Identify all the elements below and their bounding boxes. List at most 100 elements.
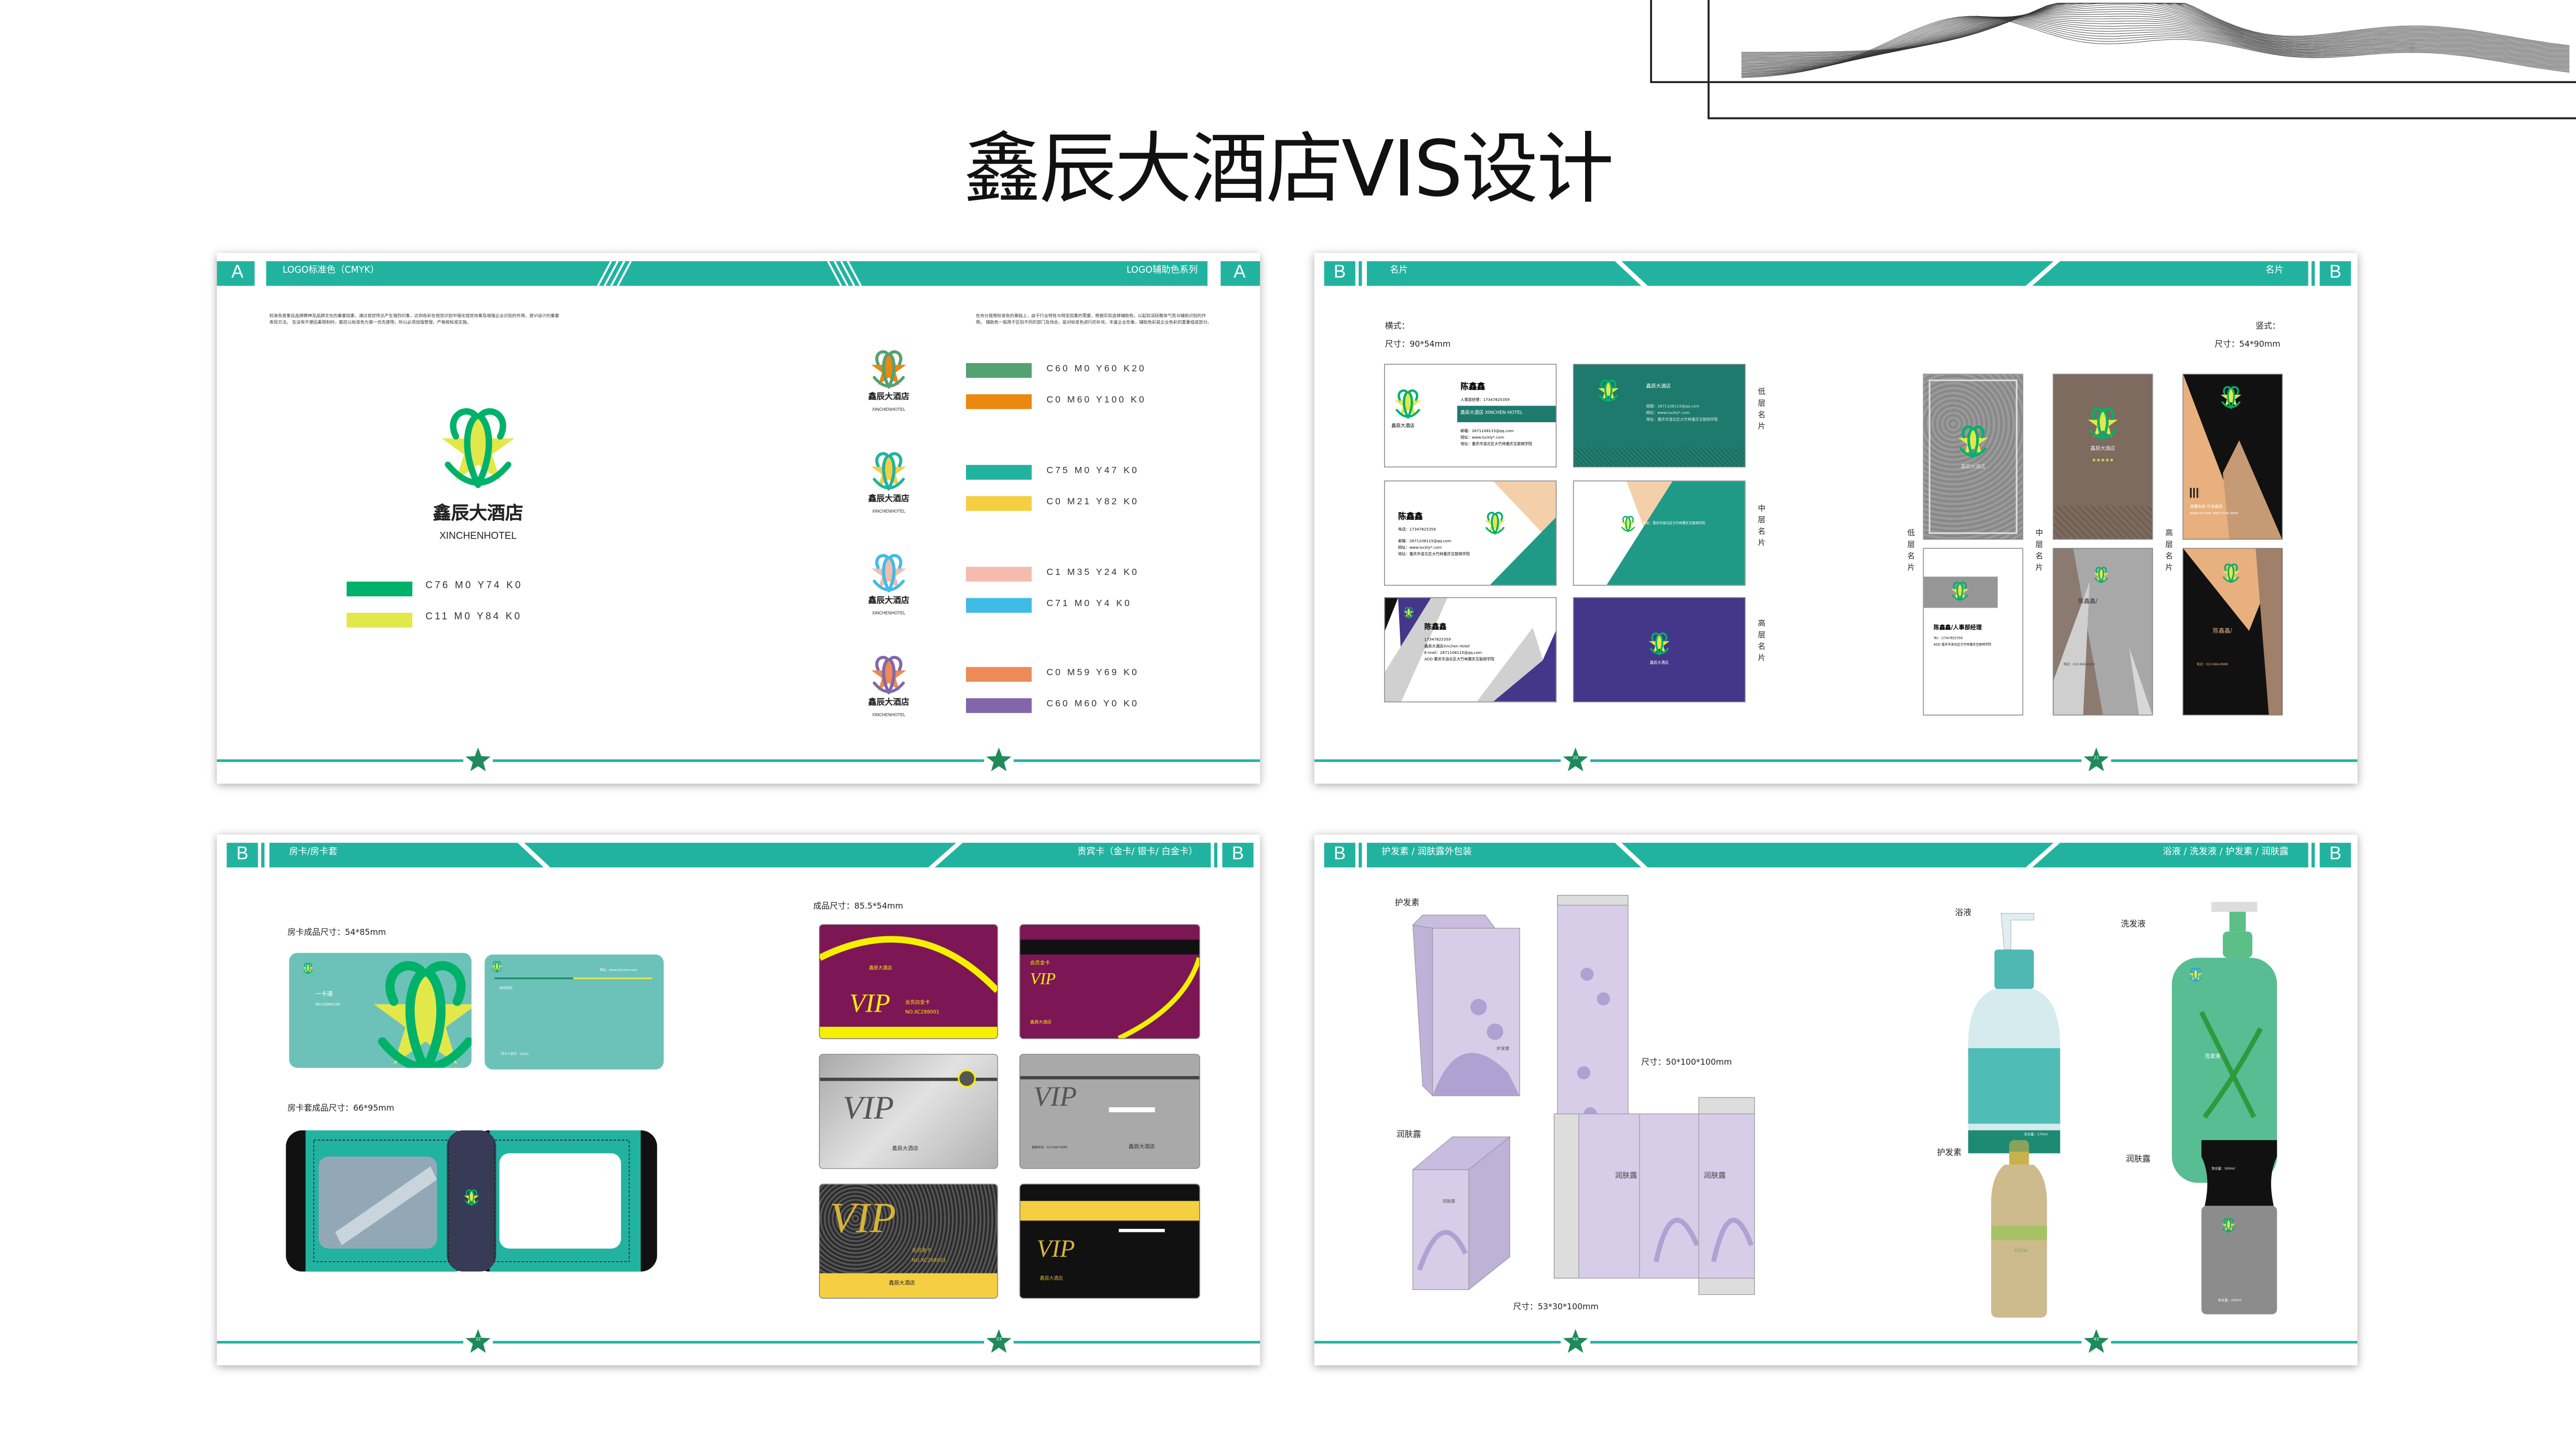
bath-label: 浴液 (1955, 908, 1971, 919)
logo-icon (2093, 565, 2110, 585)
logo-icon (434, 404, 522, 493)
card-sleeve (286, 1130, 658, 1272)
box-product-name: 护发素 (1496, 1046, 1510, 1052)
page-title: 鑫辰大酒店VIS设计 (963, 125, 1614, 216)
section-letter: B (1334, 263, 1346, 283)
star-icon (1563, 747, 1588, 772)
wave-line (1741, 16, 2570, 69)
cmyk-value: C0 M60 Y100 K0 (1046, 396, 1147, 406)
business-card-low-back: 鑫辰大酒店 邮箱：2671108115@qq.com 网址：www.luckly… (1574, 365, 1745, 467)
vip-card-silver-back: VIP 健康热线：023-666 8988 鑫辰大酒店 (1020, 1054, 1200, 1169)
header-right-title: 名片 (2265, 266, 2284, 276)
star-icon (2084, 747, 2109, 772)
brand-name: 鑫辰大酒店 (1649, 660, 1669, 666)
website: 网址：www.luckly*.com (1460, 435, 1505, 440)
divider (494, 977, 652, 979)
bottle-brand: AVEDA (2014, 1249, 2028, 1254)
website: 网址：www.xinchen.com (599, 969, 637, 973)
vip-card-platinum-front: 鑫辰大酒店 VIP 会员白金卡 NO.XC288001 (820, 924, 998, 1039)
star-icon (986, 1329, 1012, 1353)
vip-text: VIP (829, 1194, 896, 1242)
vip-text: VIP (1037, 1237, 1075, 1264)
vip-card-size: 成品尺寸：85.5*54mm (813, 902, 904, 912)
lotion-label: 润肤露 (1396, 1130, 1421, 1141)
room-card-back: 网址：www.xinchen.com 使用须知： 持卡人签名：luckly (485, 954, 664, 1070)
brand-name-en: XINCHENHOTEL (872, 407, 906, 412)
vip-text: VIP (849, 990, 891, 1019)
logo-variant-icon (869, 348, 908, 391)
header-left-title: 护发素 / 润肤露外包装 (1381, 848, 1472, 858)
diagonal-shapes (1385, 598, 1556, 702)
conditioner-label: 护发素 (1394, 898, 1420, 909)
header-left-title: LOGO标准色（CMYK） (283, 266, 380, 276)
logo-variant-icon (869, 552, 908, 595)
logo-icon (491, 959, 503, 974)
vip-card-silver-front: VIP 鑫辰大酒店 (820, 1054, 998, 1169)
usage-notice: 使用须知： (499, 987, 515, 991)
pattern-strip (2054, 506, 2152, 539)
bottle-volume: 净含量：200ml (2218, 1299, 2242, 1303)
cmyk-value: C76 M0 Y74 K0 (425, 581, 523, 592)
pattern-strip (1574, 447, 1745, 467)
box-product-name: 润肤露 (1703, 1173, 1726, 1182)
logo-icon (1648, 631, 1671, 658)
wave-line (1741, 16, 2570, 77)
cmyk-value: C75 M0 Y47 K0 (1046, 466, 1139, 477)
business-card-vertical-mid-back: 陈鑫鑫/ 电话：023-666-8988 (2054, 548, 2152, 715)
section-letter: B (236, 844, 249, 864)
header-band (217, 842, 1260, 1353)
section-letter: B (1334, 844, 1346, 864)
star-icon (465, 747, 491, 772)
brand-name: 鑫辰大酒店 (1961, 463, 1985, 470)
logo-icon (1597, 378, 1620, 405)
star-icon (2084, 1329, 2109, 1353)
horizontal-size: 尺寸：90*54mm (1385, 340, 1451, 350)
diagonal-shapes (1490, 481, 1556, 585)
aux-color-swatch (966, 394, 1032, 409)
address: ADD 重庆市渝北区大竹林重庆互联网学院 (1424, 657, 1495, 662)
page-number: 32 (475, 1337, 481, 1343)
phone: 17347825359 (1424, 637, 1451, 642)
frame (1928, 379, 2018, 534)
lotion-bottle-label: 润肤露 (2126, 1155, 2151, 1165)
wave-line (1741, 16, 2570, 78)
box-size-2: 尺寸：53*30*100mm (1513, 1303, 1599, 1313)
business-card-vertical-low-front: 鑫辰大酒店 (1924, 374, 2022, 539)
logo-icon (463, 1188, 480, 1208)
diagonal-shapes (2054, 548, 2152, 715)
business-card-vertical-low-back: 陈鑫鑫/人事部经理 Tel：17347825359 ADD 重庆市渝北区大竹林重… (1924, 548, 2022, 715)
aux-color-swatch (966, 496, 1032, 511)
brand-name-en: XINCHENHOTEL (872, 509, 906, 515)
person-name: 陈鑫鑫/ (2212, 627, 2232, 635)
logo-icon (368, 953, 472, 1068)
header-right-title: 浴液 / 洗发液 / 护发素 / 润肤露 (2163, 848, 2289, 858)
cmyk-value: C71 M0 Y4 K0 (1046, 599, 1132, 610)
phone: 电话：17347825359 (1398, 527, 1436, 532)
cmyk-value: C0 M59 Y69 K0 (1046, 668, 1139, 679)
qr-code-icon (2190, 488, 2200, 498)
hotel-name: 鑫辰大酒店 (1646, 383, 1671, 390)
box-size-1: 尺寸：50*100*100mm (1641, 1058, 1732, 1068)
horizontal-label: 横式： (1385, 322, 1410, 332)
business-card-vertical-high-front: 温馨如家 乐享鑫辰 WARM AS HOME, ENJOY YOUR HEART (2183, 374, 2282, 539)
wave-line (1741, 3, 2570, 54)
brand-name: 鑫辰大酒店 (1040, 1274, 1063, 1282)
room-card-front: 一卡通 NO.10060234 (289, 952, 472, 1068)
auxiliary-color-description: 在充分使用标准色的基础上，由于行业特性与特定因素的需要，根据实际选择辅助色，以起… (975, 314, 1212, 326)
brand-name-cn: 鑫辰大酒店 (868, 494, 909, 505)
brand-name: 鑫辰大酒店 (892, 1145, 919, 1152)
color-swatch-green (346, 581, 412, 597)
person-name: 陈鑫鑫 (1460, 383, 1485, 393)
star-icon (465, 1329, 491, 1353)
frame-line (1650, 0, 2576, 84)
bottle-volume: 净含量：500ml (2211, 1168, 2235, 1172)
vip-card-gold-back: VIP 鑫辰大酒店 (1020, 1184, 1200, 1298)
box-product-name: 润肤露 (1442, 1199, 1455, 1204)
logo-icon (1403, 606, 1414, 619)
holder-signature: 持卡人签名：luckly (501, 1053, 529, 1056)
logo-icon (2220, 384, 2243, 411)
wave-line (1741, 17, 2570, 71)
business-card-high-back: 鑫辰大酒店 (1574, 598, 1745, 702)
person-name: 陈鑫鑫/人事部经理 (1934, 624, 1982, 631)
business-card-high-front: 陈鑫鑫 17347825359 鑫辰大酒店Xinchen Hotel E-mai… (1385, 598, 1556, 702)
